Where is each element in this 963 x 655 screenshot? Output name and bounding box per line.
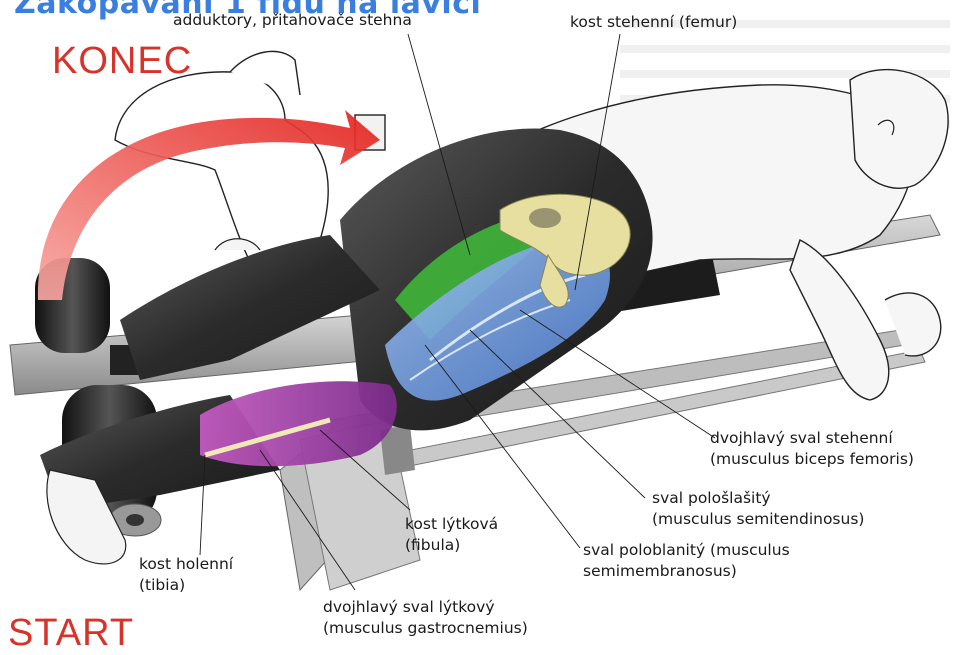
label-gastrocnemius-line2: (musculus gastrocnemius) [323, 618, 528, 639]
label-fibula: kost lýtková (fibula) [405, 514, 498, 556]
label-semimembranosus-line1: sval poloblanitý (musculus [583, 540, 790, 561]
label-fibula-line2: (fibula) [405, 535, 498, 556]
label-biceps-femoris-line2: (musculus biceps femoris) [710, 449, 914, 470]
label-tibia-line2: (tibia) [139, 575, 233, 596]
phase-end-label: KONEC [52, 40, 192, 83]
label-gastrocnemius-line1: dvojhlavý sval lýtkový [323, 597, 528, 618]
label-adductors: adduktory, přitahovače stehna [173, 10, 412, 31]
label-femur: kost stehenní (femur) [570, 12, 737, 33]
label-semitendinosus-line2: (musculus semitendinosus) [652, 509, 864, 530]
label-semitendinosus: sval pološlašitý (musculus semitendinosu… [652, 488, 864, 530]
label-semimembranosus: sval poloblanitý (musculus semimembranos… [583, 540, 790, 582]
label-tibia: kost holenní (tibia) [139, 554, 233, 596]
label-adductors-text: adduktory, přitahovače stehna [173, 10, 412, 31]
label-gastrocnemius: dvojhlavý sval lýtkový (musculus gastroc… [323, 597, 528, 639]
label-biceps-femoris-line1: dvojhlavý sval stehenní [710, 428, 914, 449]
label-tibia-line1: kost holenní [139, 554, 233, 575]
label-fibula-line1: kost lýtková [405, 514, 498, 535]
label-femur-text: kost stehenní (femur) [570, 12, 737, 33]
phase-start-label: START [8, 612, 134, 655]
label-biceps-femoris: dvojhlavý sval stehenní (musculus biceps… [710, 428, 914, 470]
label-semitendinosus-line1: sval pološlašitý [652, 488, 864, 509]
label-semimembranosus-line2: semimembranosus) [583, 561, 790, 582]
